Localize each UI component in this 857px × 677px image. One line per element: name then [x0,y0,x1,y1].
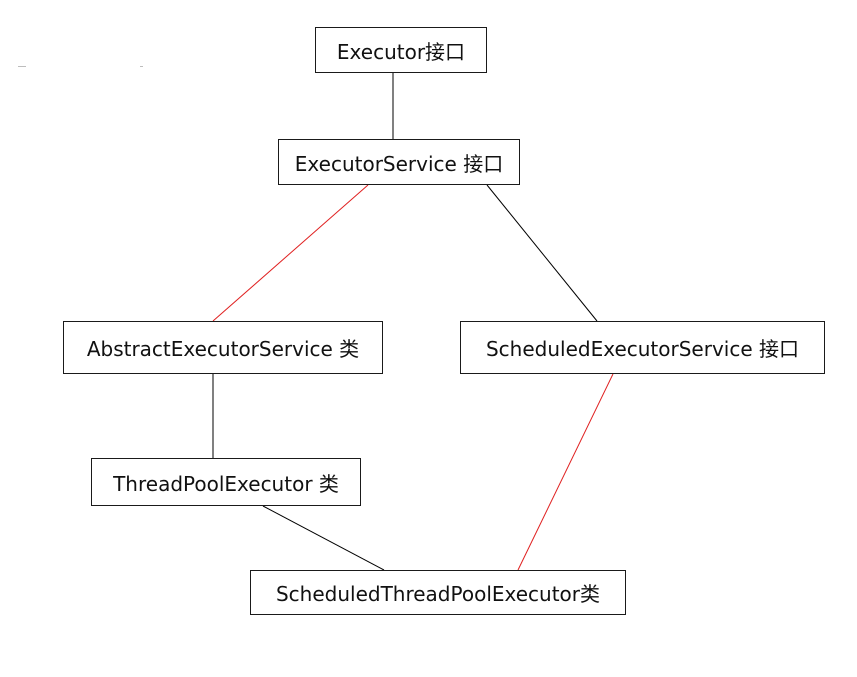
node-label: ScheduledThreadPoolExecutor类 [275,582,601,606]
edge-executorservice-to-abstract [212,184,369,322]
node-label: ScheduledExecutorService 接口 [485,337,799,361]
scan-artifact [140,66,143,67]
node-executor-interface: Executor接口 [315,27,487,73]
node-scheduledexecutorservice-interface: ScheduledExecutorService 接口 [460,321,825,374]
node-threadpoolexecutor-class: ThreadPoolExecutor 类 [91,458,361,506]
edge-scheduledservice-to-scheduledthreadpool [517,373,614,571]
node-label: AbstractExecutorService 类 [86,337,360,361]
node-abstractexecutorservice-class: AbstractExecutorService 类 [63,321,383,374]
scan-artifact [18,66,26,67]
node-executorservice-interface: ExecutorService 接口 [278,139,520,185]
edge-executorservice-to-scheduledservice [486,184,598,322]
node-label: Executor接口 [336,39,466,64]
node-label: ThreadPoolExecutor 类 [113,471,339,496]
edge-threadpool-to-scheduledthreadpool [262,505,385,571]
node-scheduledthreadpoolexecutor-class: ScheduledThreadPoolExecutor类 [250,570,626,615]
node-label: ExecutorService 接口 [294,151,504,176]
